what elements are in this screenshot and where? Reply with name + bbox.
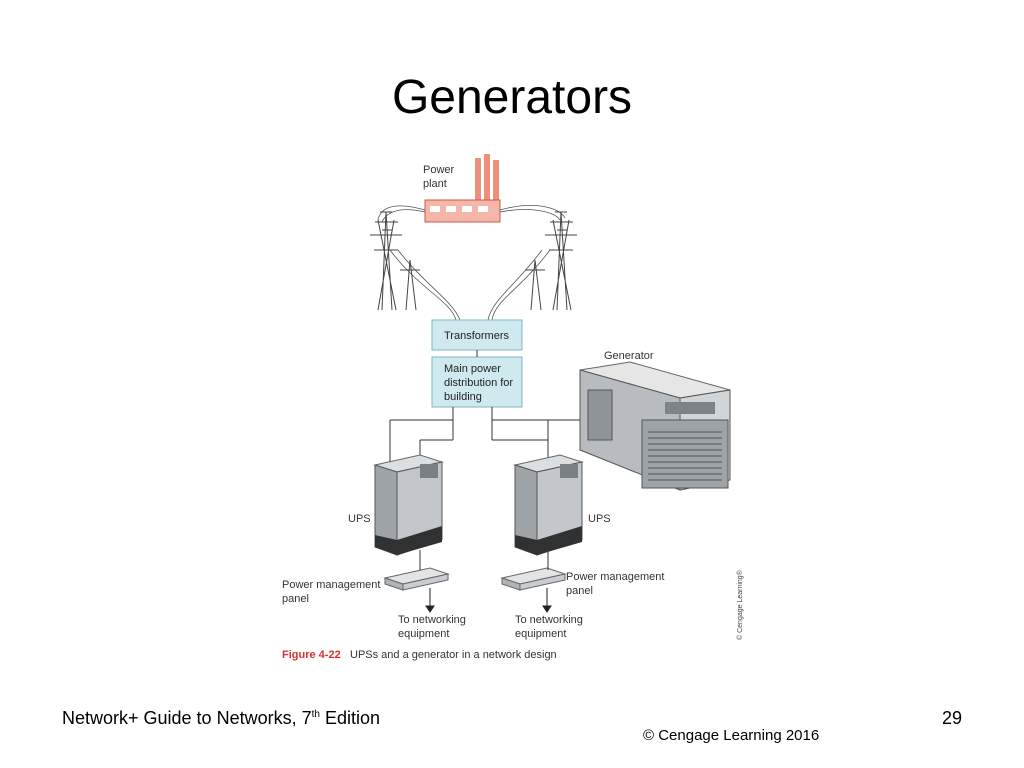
ups-left-label: UPS [348,513,371,525]
pmp-connectors [419,550,549,570]
main-power-label-line3: building [444,391,482,403]
arrow-down-icon [425,588,552,613]
main-power-label-line2: distribution for [444,377,513,389]
pmp-right-label-line1: Power management [566,571,664,583]
pmp-left-label-line2: panel [282,593,309,605]
transformers-label: Transformers [444,330,509,342]
page-number: 29 [941,708,962,728]
pmp-right-icon [500,567,567,591]
power-plant-label-line1: Power [423,164,455,176]
copyright-notice: © Cengage Learning 2016 [643,727,820,744]
pmp-left-label-line1: Power management [282,579,380,591]
pmp-right-label-line2: panel [566,585,593,597]
footer-edition-suffix: Edition [319,708,380,728]
footer-edition-sup: th [311,709,320,720]
footer-book-title: Network+ Guide to Networks, 7th Edition [62,708,380,729]
transformers-box [431,319,523,351]
power-lines [377,205,566,321]
main-power-label-line1: Main power [444,363,501,375]
ups-right-label: UPS [588,513,611,525]
power-plant-icon [424,154,501,223]
generator-icon [579,361,731,491]
pmp-left-icon [383,567,450,591]
network-power-diagram: Power plant Transformers Main power dist… [282,154,744,661]
net-right-label-line2: equipment [515,628,566,640]
image-credit: © Cengage Learning® [736,569,744,640]
power-plant-label-line2: plant [423,178,447,190]
figure-caption-number: Figure 4-22 [282,649,341,661]
net-left-label-line2: equipment [398,628,449,640]
footer-book-text: Network+ Guide to Networks, 7 [62,708,312,728]
transmission-tower-icon [370,211,577,311]
ups-left-icon [373,454,444,556]
slide-title: Generators [391,71,633,124]
net-left-label-line1: To networking [398,614,466,626]
net-right-label-line1: To networking [515,614,583,626]
figure-caption-text: UPSs and a generator in a network design [350,649,557,661]
ups-right-icon [513,454,584,556]
generator-label: Generator [604,350,654,362]
